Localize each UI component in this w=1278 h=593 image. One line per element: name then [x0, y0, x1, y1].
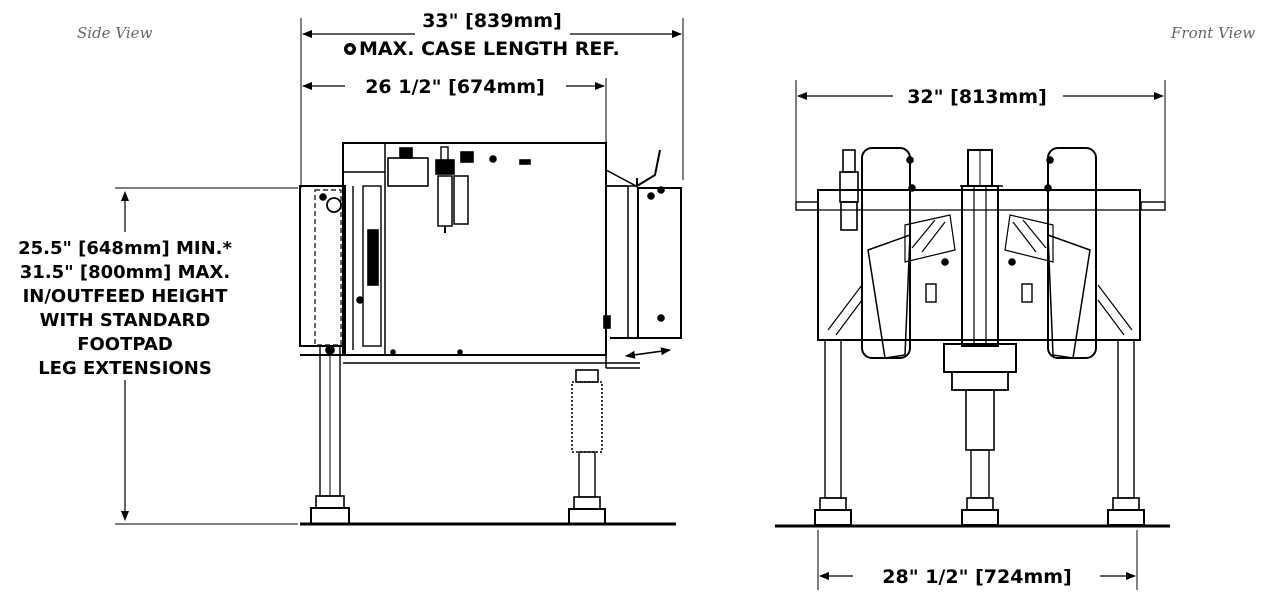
side-view-caption: Side View — [77, 24, 153, 42]
front-leg-width-dim: 28" 1/2" [724mm] — [882, 566, 1071, 588]
height-note-line: LEG EXTENSIONS — [38, 358, 212, 379]
height-note-line: IN/OUTFEED HEIGHT — [23, 286, 229, 307]
side-max-case-length-dim: 33" [839mm] — [422, 10, 562, 32]
side-view-drawing — [115, 18, 684, 526]
side-height-note: 25.5" [648mm] MIN.* 31.5" [800mm] MAX. I… — [18, 238, 232, 379]
side-max-case-length-note: MAX. CASE LENGTH REF. — [359, 38, 620, 60]
side-frame-length-dim: 26 1/2" [674mm] — [365, 76, 545, 98]
height-note-line: 25.5" [648mm] MIN.* — [18, 238, 232, 259]
height-note-line: 31.5" [800mm] MAX. — [20, 262, 230, 283]
front-view-drawing — [775, 80, 1170, 590]
front-overall-width-dim: 32" [813mm] — [907, 86, 1047, 108]
front-view-caption: Front View — [1171, 24, 1256, 42]
height-note-line: WITH STANDARD — [40, 310, 211, 331]
height-note-line: FOOTPAD — [77, 334, 173, 355]
